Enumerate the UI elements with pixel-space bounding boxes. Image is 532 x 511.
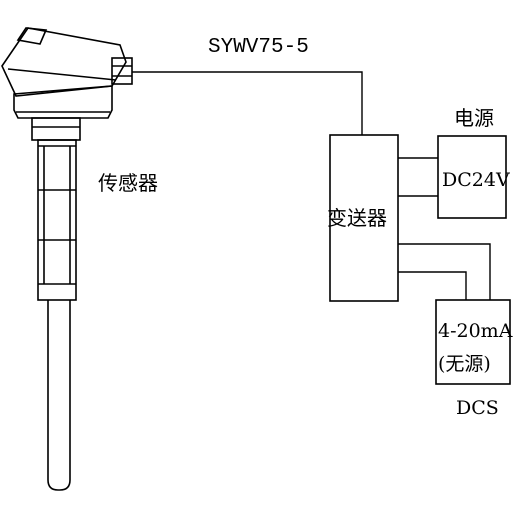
sensor-head-cover-seam [7, 68, 117, 81]
signal-wiring [398, 243, 491, 300]
signal-box-line2: (无源) [438, 353, 491, 375]
sensor-probe [47, 300, 71, 491]
signal-wire-inner [398, 271, 467, 300]
signal-box-line1: 4-20mA [438, 320, 513, 342]
cable-label: SYWV75-5 [208, 36, 309, 59]
sensor-head-body [13, 85, 113, 119]
sensor-head-cap [16, 27, 48, 45]
power-box-label: DC24V [442, 169, 510, 191]
cable-line [132, 71, 363, 135]
signal-wire-outer [398, 243, 491, 300]
power-wiring [398, 157, 438, 197]
dcs-label: DCS [456, 397, 499, 419]
power-box [437, 135, 507, 219]
sensor-cable-gland [111, 57, 133, 85]
power-source-label: 电源 [454, 106, 494, 130]
sensor-label: 传感器 [98, 171, 158, 195]
sensor-neck [31, 117, 81, 141]
transmitter-box [329, 134, 399, 302]
sensor-tube-upper [37, 139, 77, 301]
signal-box [435, 299, 511, 385]
sensor [1, 27, 133, 491]
transmitter-label: 变送器 [327, 206, 387, 230]
